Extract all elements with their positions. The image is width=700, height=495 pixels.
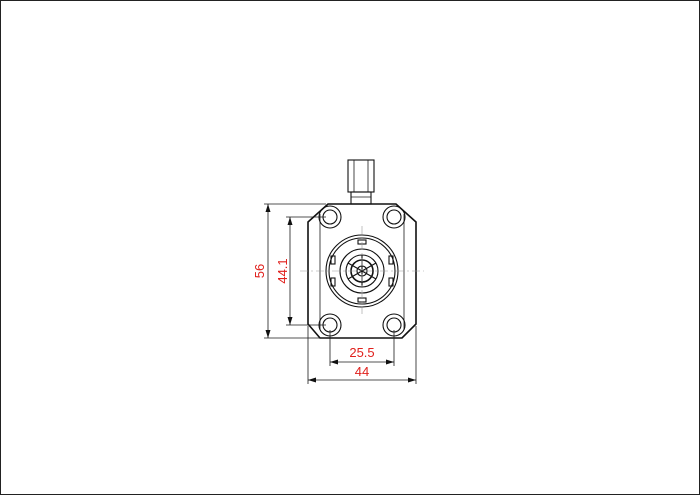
mounting-hole-top-right xyxy=(382,205,406,229)
dimension-bolt-spacing-vertical: 44.1 xyxy=(275,216,326,326)
dimension-overall-width: 44 xyxy=(307,326,417,384)
bolt-spacing-vertical-label: 44.1 xyxy=(275,258,290,283)
dimension-overall-height: 56 xyxy=(252,203,326,339)
bolt-spacing-horizontal-label: 25.5 xyxy=(349,345,374,360)
overall-height-label: 56 xyxy=(252,264,267,278)
overall-width-label: 44 xyxy=(355,364,369,379)
part-front-view xyxy=(300,159,424,339)
dimension-bolt-spacing-horizontal: 25.5 xyxy=(329,330,395,366)
